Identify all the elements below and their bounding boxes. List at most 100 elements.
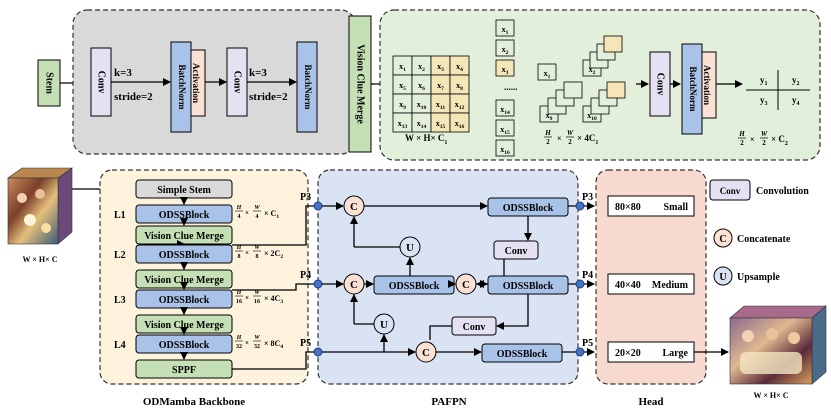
stem-label: Stem [44, 72, 55, 94]
grid-cell-label: x14 [417, 119, 427, 130]
token-label: x1 [502, 25, 509, 36]
top-stem-detail: Stem Conv k=3 stride=2 Activation BatchN… [37, 9, 356, 155]
legend-conv-text: Convolution [756, 186, 809, 197]
level-label: L3 [114, 295, 126, 306]
frac-den: 4 [256, 214, 259, 220]
concat-node-label: C [350, 201, 358, 213]
upsample-node-label: U [406, 242, 414, 254]
input-port [313, 279, 323, 289]
conv3-label: Conv [655, 73, 666, 96]
head-output-box [607, 273, 695, 295]
act3-label: Activation [702, 65, 712, 105]
level-channels: × 4C3 [264, 294, 283, 305]
svg-text:2: 2 [740, 139, 744, 147]
legend-upsample-text: Upsample [737, 272, 780, 283]
token-y4: y4 [792, 95, 800, 107]
grid-cell-label: x10 [417, 100, 427, 111]
head-title: Head [638, 396, 663, 408]
level-channels: × C1 [264, 209, 279, 220]
vcm-top-label: Vision Clue Merge [355, 44, 366, 124]
concat-node-label: C [462, 279, 470, 291]
legend-concat-symbol [713, 228, 733, 248]
grid-cell-label: x4 [456, 62, 463, 73]
level-label: L2 [114, 250, 126, 261]
frac-h: H [236, 205, 242, 211]
output-port [575, 279, 585, 289]
output-caption: W × H× C [754, 391, 789, 400]
odss-block [481, 343, 563, 363]
svg-text:U: U [719, 272, 726, 283]
upsample-node-label: U [380, 319, 388, 331]
svg-text:×: × [557, 134, 562, 143]
conv2-stride: stride=2 [249, 91, 288, 103]
grid-cell-label: x6 [418, 81, 425, 92]
vcm-block [135, 225, 233, 245]
port-label: P5 [300, 338, 311, 349]
column-dots: ...... [504, 82, 518, 92]
grid-cell-label: x5 [399, 81, 406, 92]
stack-label: x2 [589, 65, 596, 76]
grid-cell-label: x15 [436, 119, 446, 130]
frac-den: 32 [254, 344, 260, 350]
token-cell [495, 139, 515, 157]
p4-link [232, 283, 316, 291]
conv1-label: Conv [96, 71, 107, 94]
odss-block-label: ODSSBlock [159, 340, 210, 351]
output-image: W × H× C [729, 305, 827, 400]
grid-cell-label: x8 [456, 81, 463, 92]
out-port-label: P5 [582, 338, 593, 349]
svg-text:H: H [544, 129, 551, 137]
level-channels: × 8C4 [264, 339, 283, 350]
svg-text:× 4C1: × 4C1 [577, 133, 598, 146]
stack-cell [537, 63, 557, 81]
grid-cell-label: x1 [399, 62, 406, 73]
legend-concat-text: Concatenate [737, 234, 791, 245]
p5-link [232, 351, 316, 370]
frac-w: W [254, 245, 260, 251]
frac-w: W [254, 205, 260, 211]
sppf-label: SPPF [172, 365, 196, 376]
legend: Conv Convolution C Concatenate U Upsampl… [709, 179, 809, 286]
input-port [313, 347, 323, 357]
level-label: L4 [114, 340, 126, 351]
legend-conv-box [709, 179, 751, 201]
odss-block-label: ODSSBlock [503, 203, 554, 214]
stack-cell [606, 81, 626, 99]
grid-cell-label: x12 [455, 100, 465, 111]
frac-times: × [245, 294, 249, 302]
token-label: x16 [500, 145, 510, 156]
concat-node-label: C [350, 279, 358, 291]
frac-den: 4 [238, 214, 241, 220]
conv-block [493, 240, 539, 260]
output-port [575, 201, 585, 211]
flow-line [429, 325, 452, 340]
concat-node-label: C [422, 347, 430, 359]
svg-text:2: 2 [546, 138, 550, 146]
mid-caption: H 2 × W 2 × 4C1 [544, 129, 598, 146]
frac-times: × [245, 209, 249, 217]
conv-block-label: Conv [463, 322, 486, 333]
odss-block-label: ODSSBlock [159, 295, 210, 306]
token-y3: y3 [760, 95, 768, 107]
token-label: x15 [500, 125, 510, 136]
bn3-label: BatchNorm [688, 67, 698, 112]
conv2-kernel: k=3 [249, 67, 267, 79]
token-label: x14 [500, 105, 510, 116]
token-cell [495, 39, 515, 57]
frac-den: 16 [236, 299, 242, 305]
token-y1: y1 [760, 75, 768, 87]
head-output-box [607, 195, 695, 217]
frac-w: W [254, 335, 260, 341]
head-output-label: Large [662, 348, 688, 359]
vcm-block-label: Vision Clue Merge [144, 320, 224, 331]
input-image: W × H× C [7, 167, 73, 264]
level-label: L1 [114, 210, 126, 221]
grid-caption: W × H× C1 [405, 133, 447, 146]
frac-den: 16 [254, 299, 260, 305]
grid-cell-label: x13 [398, 119, 408, 130]
